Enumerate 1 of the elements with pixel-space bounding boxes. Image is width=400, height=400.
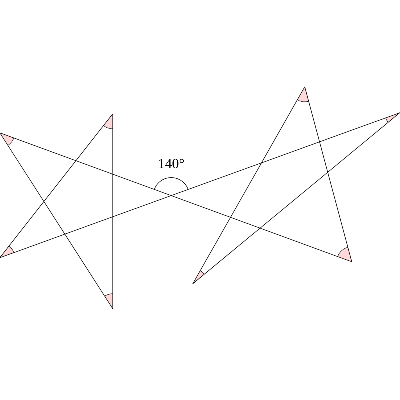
angle-label: 140° bbox=[159, 159, 184, 169]
